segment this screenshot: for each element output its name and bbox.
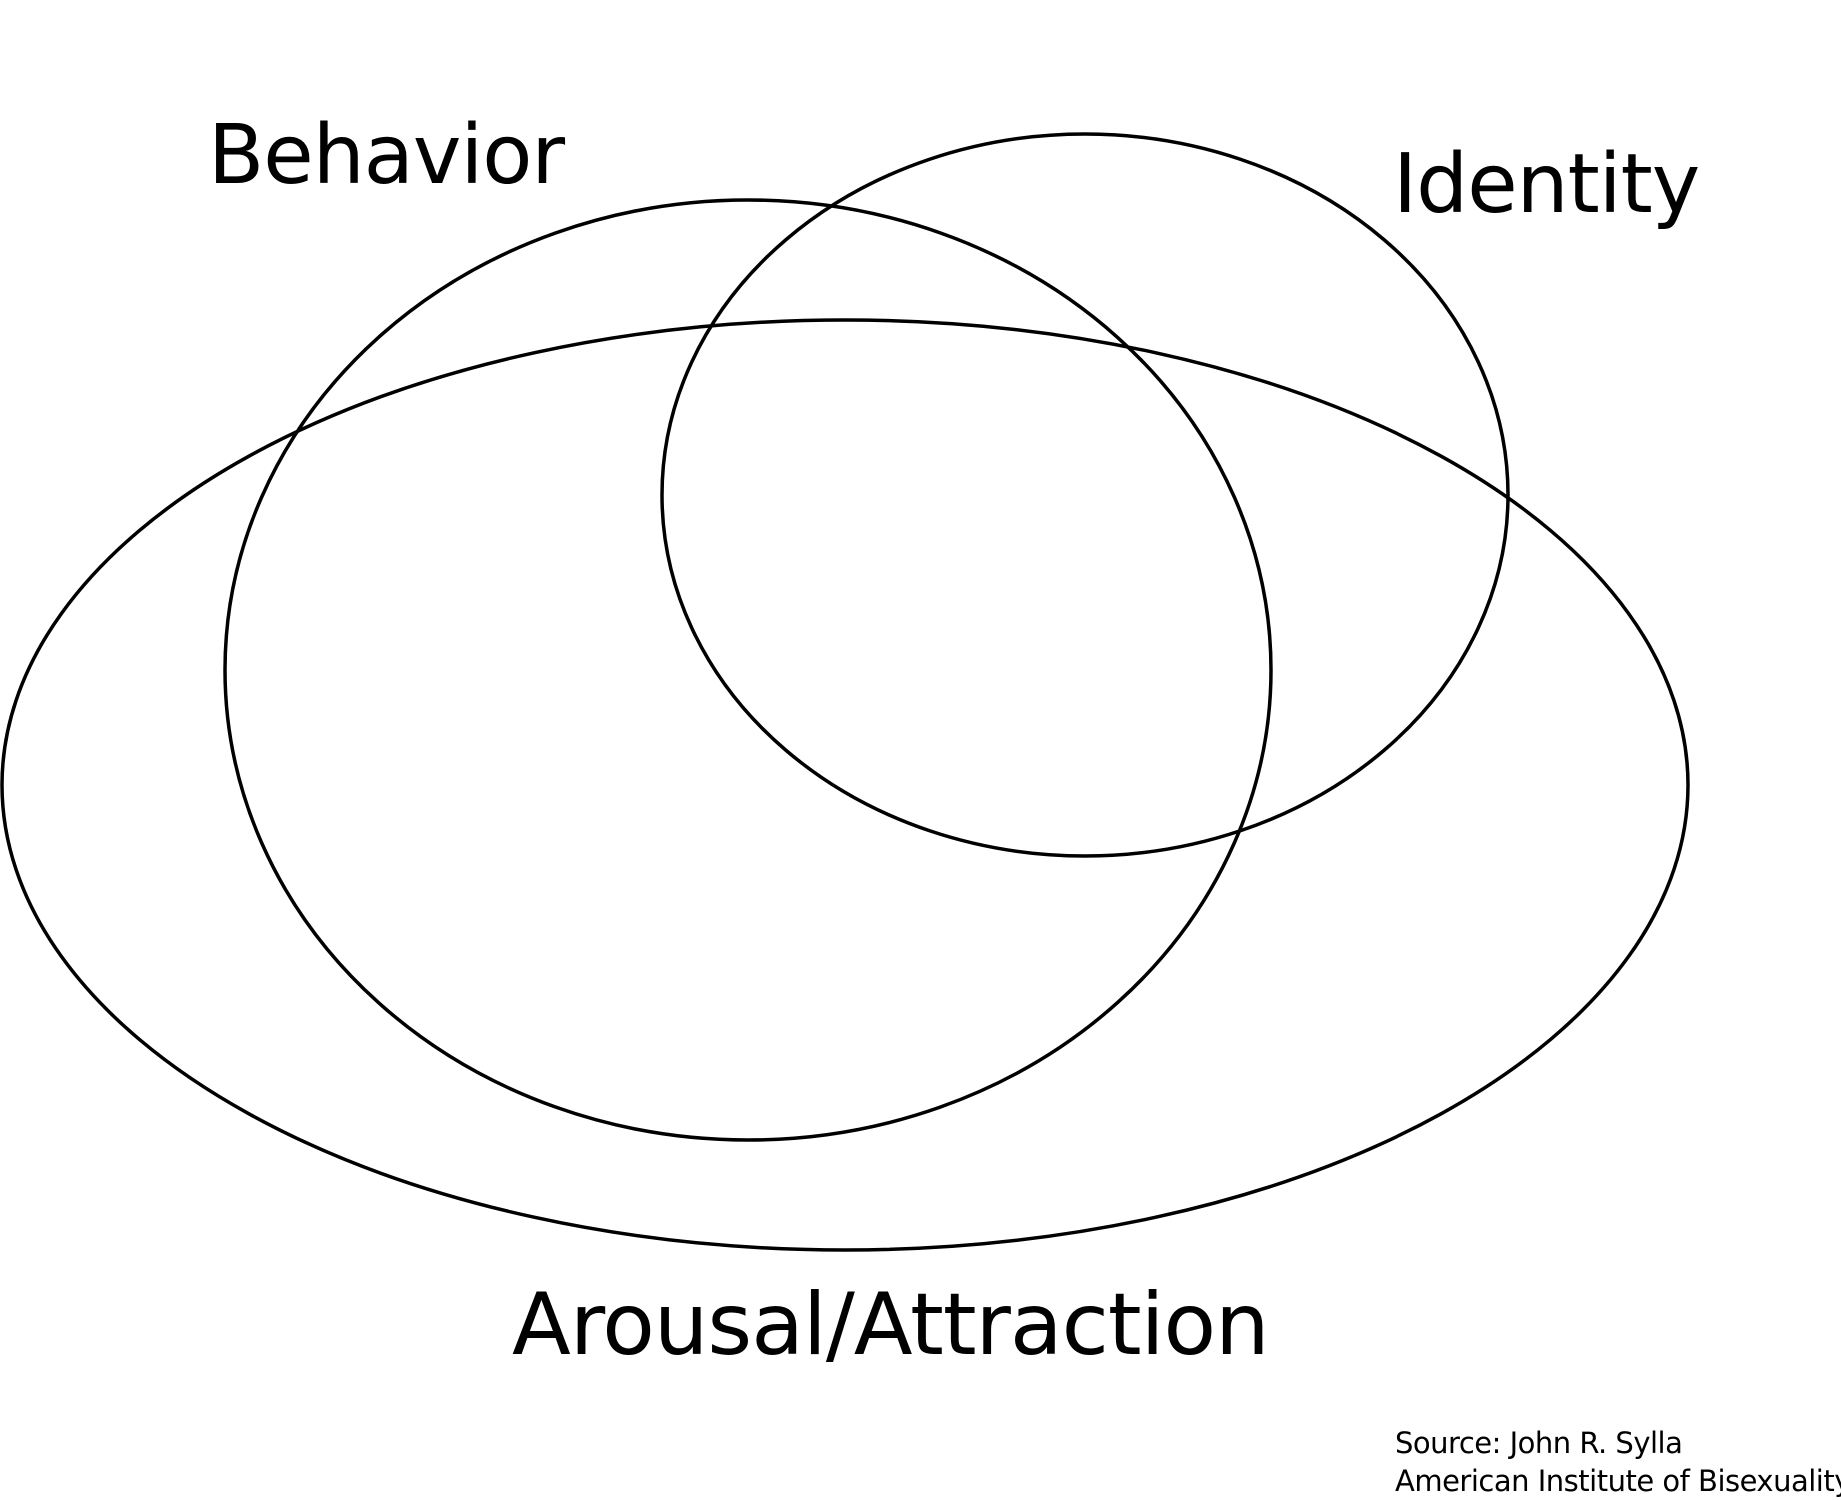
- source-line-author: Source: John R. Sylla: [1395, 1426, 1683, 1460]
- arousal-attraction-label: Arousal/Attraction: [512, 1275, 1270, 1375]
- identity-label: Identity: [1393, 137, 1700, 232]
- source-credit: Source: John R. Sylla American Institute…: [1395, 1424, 1841, 1500]
- behavior-label: Behavior: [208, 108, 565, 203]
- arousal-attraction-ellipse: [0, 318, 1690, 1252]
- source-line-organization: American Institute of Bisexuality: [1395, 1464, 1841, 1498]
- behavior-ellipse: [223, 198, 1273, 1142]
- identity-ellipse: [660, 132, 1510, 858]
